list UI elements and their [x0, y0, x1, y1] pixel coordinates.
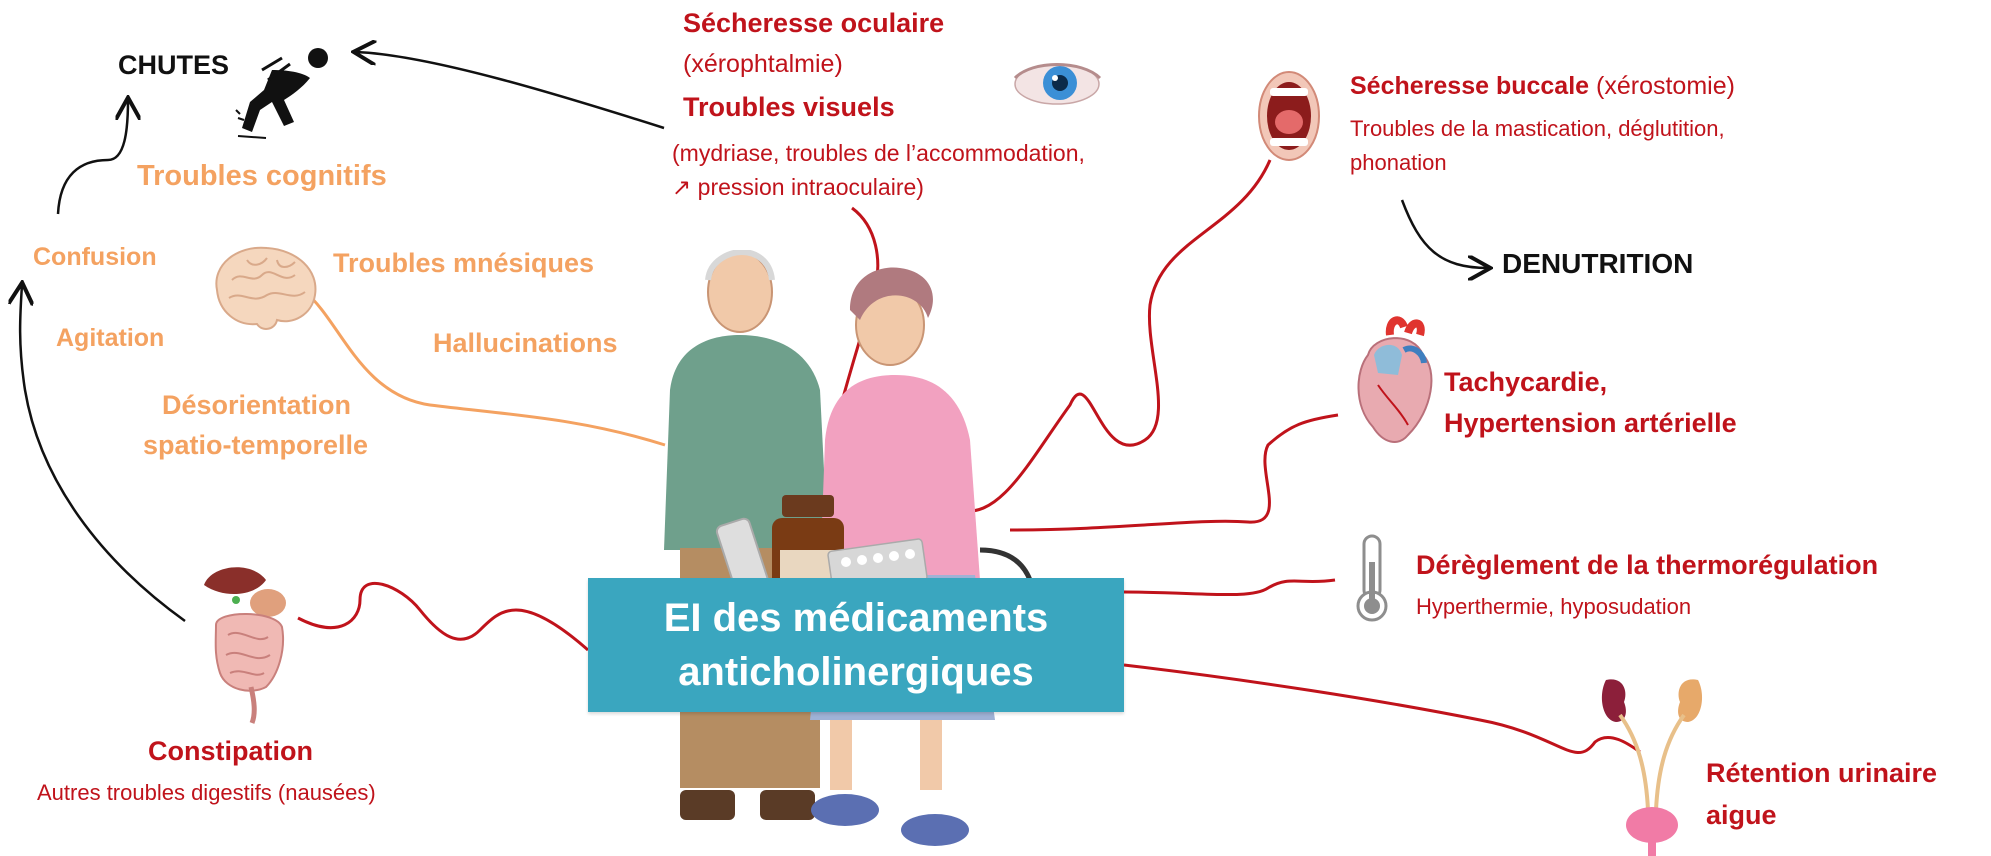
label-buccal-detail-1: Troubles de la mastication, déglutition, [1350, 116, 1725, 142]
elderly-couple-illustration [650, 250, 1070, 856]
eye-icon [1012, 58, 1102, 108]
label-troubles-mnesiques: Troubles mnésiques [333, 248, 594, 279]
falling-person-icon [232, 40, 342, 140]
label-troubles-visuels: Troubles visuels [683, 92, 895, 123]
label-retention-urinaire: Rétention urinaire [1706, 758, 1937, 789]
label-agitation: Agitation [56, 324, 164, 353]
label-tachycardie: Tachycardie, [1444, 367, 1607, 398]
label-aigue: aigue [1706, 800, 1777, 831]
arrow-confusion-to-chutes [58, 100, 128, 214]
label-hypertension: Hypertension artérielle [1444, 408, 1737, 439]
label-chutes: CHUTES [118, 50, 229, 81]
label-constipation: Constipation [148, 736, 313, 767]
red-line-thermo [1124, 580, 1335, 595]
center-title-line2: anticholinergiques [588, 645, 1124, 699]
label-hallucinations: Hallucinations [433, 328, 618, 359]
thermometer-icon [1352, 532, 1392, 624]
heart-icon [1338, 315, 1448, 455]
label-buccal-detail-2: phonation [1350, 150, 1447, 176]
label-secheresse-oculaire: Sécheresse oculaire [683, 8, 944, 39]
center-title-line1: EI des médicaments [588, 591, 1124, 645]
red-line-digestive [298, 583, 588, 650]
label-secheresse-buccale: Sécheresse buccale (xérostomie) [1350, 72, 1735, 101]
label-thermo-detail: Hyperthermie, hyposudation [1416, 594, 1691, 620]
label-troubles-cognitifs: Troubles cognitifs [137, 160, 387, 193]
label-confusion: Confusion [33, 243, 157, 272]
red-line-kidney [1124, 665, 1640, 753]
label-denutrition: DENUTRITION [1502, 248, 1693, 280]
center-title-box: EI des médicaments anticholinergiques [588, 578, 1124, 712]
arrow-visual-to-chutes [356, 52, 664, 128]
label-digestive-detail: Autres troubles digestifs (nausées) [37, 780, 376, 806]
label-xerophtalmie: (xérophtalmie) [683, 50, 843, 79]
arrow-buccal-to-denutrition [1402, 200, 1488, 268]
label-desorientation: Désorientation [162, 390, 351, 421]
kidneys-icon [1598, 670, 1708, 856]
mouth-icon [1256, 70, 1322, 162]
brain-icon [207, 240, 322, 335]
label-visuel-detail-2: ↗ pression intraoculaire) [672, 174, 924, 201]
label-secheresse-buccale-title: Sécheresse buccale [1350, 72, 1589, 100]
label-xerostomie: (xérostomie) [1596, 72, 1735, 100]
label-thermoregulation: Dérèglement de la thermorégulation [1416, 550, 1878, 581]
label-spatio-temporelle: spatio-temporelle [143, 430, 368, 461]
orange-brain-line [305, 292, 665, 445]
digestive-system-icon [196, 555, 302, 725]
label-visuel-detail-1: (mydriase, troubles de l’accommodation, [672, 140, 1085, 167]
